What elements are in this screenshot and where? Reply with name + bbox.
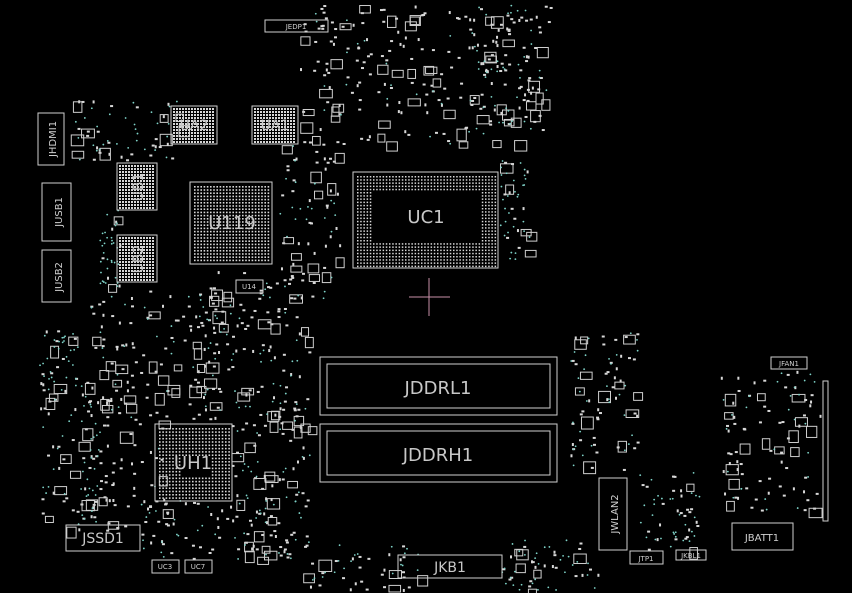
chip-uc1[interactable]: UC1 bbox=[352, 171, 499, 269]
u14-label: U14 bbox=[242, 283, 257, 291]
connector-jssd1[interactable]: JSSD1 bbox=[65, 524, 141, 552]
jkbl1-label: JKBL1 bbox=[680, 552, 701, 560]
chip-ua2[interactable]: UA2 bbox=[170, 105, 218, 145]
connector-jedp1[interactable]: JEDP1 bbox=[264, 19, 329, 33]
u119-label: U119 bbox=[208, 213, 256, 234]
chip-u14[interactable]: U14 bbox=[235, 279, 264, 294]
connector-jkbl1[interactable]: JKBL1 bbox=[675, 549, 707, 561]
connector-jfan1[interactable]: JFAN1 bbox=[770, 356, 808, 370]
ub1-label: UB1 bbox=[131, 173, 147, 202]
chip-uh1[interactable]: UH1 bbox=[154, 423, 233, 502]
uc1-label: UC1 bbox=[407, 207, 444, 228]
connector-jusb1[interactable]: JUSB1 bbox=[41, 182, 72, 242]
chip-uc3[interactable]: UC3 bbox=[151, 559, 180, 574]
chip-ub2[interactable]: UB2 bbox=[116, 234, 158, 283]
chip-ua1[interactable]: UA1 bbox=[251, 105, 299, 145]
ub2-label: UB2 bbox=[131, 245, 147, 274]
connector-jwlan2[interactable]: JWLAN2 bbox=[598, 477, 628, 551]
jssd1-label: JSSD1 bbox=[81, 531, 124, 547]
jddrl1-label: JDDRL1 bbox=[403, 378, 471, 399]
chip-u119[interactable]: U119 bbox=[189, 181, 273, 265]
chip-ub1[interactable]: UB1 bbox=[116, 162, 158, 211]
connector-jtp1[interactable]: JTP1 bbox=[629, 550, 664, 565]
edge-connector-strip bbox=[822, 380, 829, 522]
ua1-label: UA1 bbox=[261, 118, 290, 134]
origin-crosshair bbox=[409, 278, 450, 316]
uc7-label: UC7 bbox=[191, 563, 205, 571]
connector-jddrh1[interactable]: JDDRH1 bbox=[319, 423, 558, 483]
jusb2-label: JUSB2 bbox=[54, 262, 65, 293]
connector-jddrl1[interactable]: JDDRL1 bbox=[319, 356, 558, 416]
connector-jhdmi1[interactable]: JHDMI1 bbox=[37, 112, 65, 166]
jhdmi1-label: JHDMI1 bbox=[48, 121, 59, 158]
connector-jusb2[interactable]: JUSB2 bbox=[41, 249, 72, 303]
chip-uc7[interactable]: UC7 bbox=[184, 559, 213, 574]
via-dots bbox=[39, 4, 816, 591]
jbatt1-label: JBATT1 bbox=[744, 533, 779, 544]
jfan1-label: JFAN1 bbox=[778, 360, 799, 368]
connector-jkb1[interactable]: JKB1 bbox=[397, 554, 503, 579]
jusb1-label: JUSB1 bbox=[54, 197, 65, 228]
ua2-label: UA2 bbox=[180, 118, 209, 134]
jtp1-label: JTP1 bbox=[637, 555, 653, 563]
connector-jbatt1[interactable]: JBATT1 bbox=[731, 522, 794, 551]
jwlan2-label: JWLAN2 bbox=[610, 494, 621, 534]
passive-components bbox=[40, 5, 823, 593]
uh1-label: UH1 bbox=[174, 453, 212, 474]
jddrh1-label: JDDRH1 bbox=[402, 445, 474, 466]
uc3-label: UC3 bbox=[158, 563, 172, 571]
jedp1-label: JEDP1 bbox=[285, 23, 307, 31]
jkb1-label: JKB1 bbox=[433, 560, 466, 576]
